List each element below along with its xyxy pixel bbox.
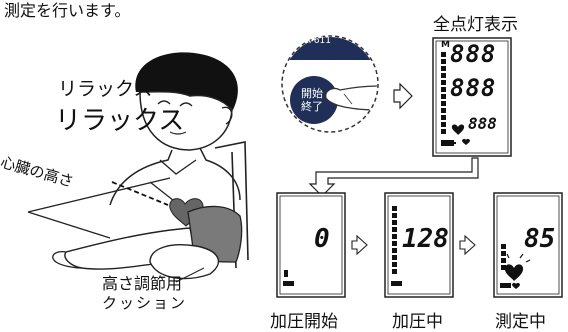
start-stop-button[interactable]: 開始 終了 bbox=[301, 87, 323, 113]
panel-2-digits: 128 bbox=[402, 224, 449, 254]
relax-text-2: リラックス bbox=[55, 106, 185, 136]
panel-1-caption: 加圧開始 bbox=[270, 312, 338, 332]
button-label-line1: 開始 bbox=[301, 87, 323, 100]
cushion-label-line1: 高さ調節用 bbox=[102, 274, 183, 293]
cushion-label-line2: クッション bbox=[102, 294, 188, 312]
memory-mark: M bbox=[441, 40, 450, 50]
all-lights-label: 全点灯表示 bbox=[433, 15, 518, 35]
button-label-line2: 終了 bbox=[301, 100, 323, 113]
panel-2-caption: 加圧中 bbox=[392, 312, 443, 332]
all-lights-row-1: 888 bbox=[450, 40, 497, 68]
all-lights-row-3: 888 bbox=[468, 114, 497, 133]
relax-text-1: リラックス bbox=[58, 78, 153, 100]
instruction-text: 測定を行います。 bbox=[4, 1, 131, 20]
all-lights-row-2: 888 bbox=[450, 74, 497, 102]
device-model-text: UA-611 bbox=[298, 36, 331, 46]
panel-1-digits: 0 bbox=[314, 224, 330, 254]
panel-3-caption: 測定中 bbox=[495, 312, 546, 332]
panel-3-digits: 85 bbox=[524, 224, 556, 254]
